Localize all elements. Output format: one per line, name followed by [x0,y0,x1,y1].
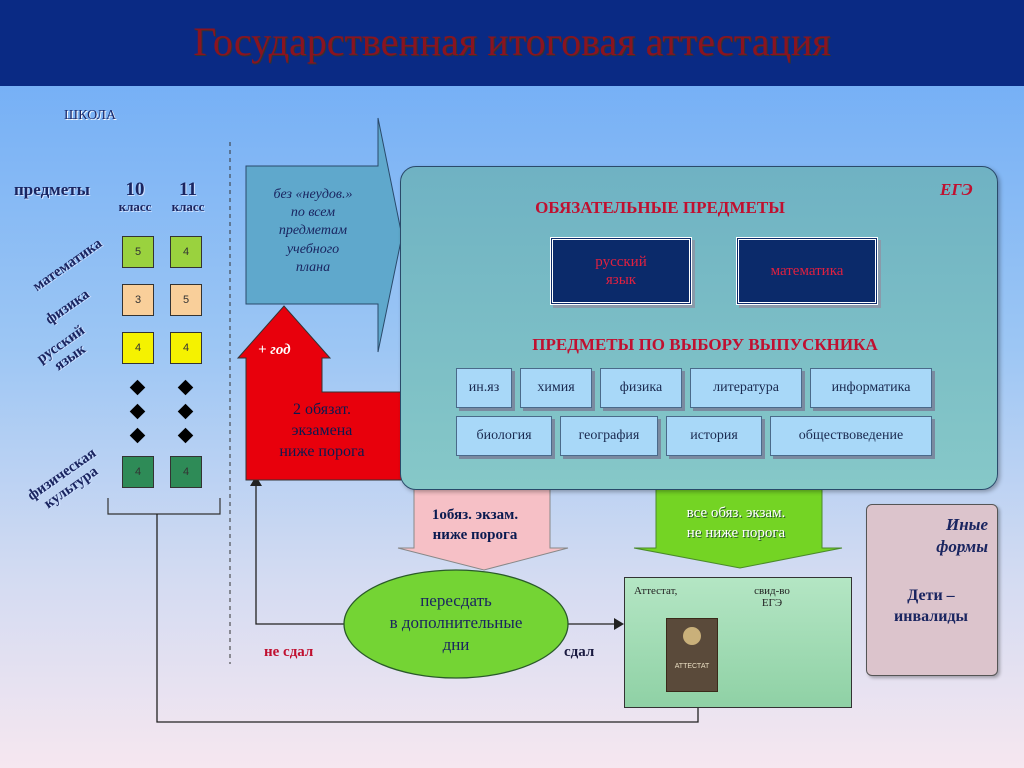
arrow-one-below [397,487,569,571]
retake-ellipse [343,569,569,679]
other-forms-box [866,504,998,676]
one-below-text: 1обяз. экзам.ниже порога [431,507,519,543]
passed-label: сдал [564,644,595,660]
red-arrow-text: 2 обязат. экзамена ниже порога [279,401,365,460]
elective-subject: география [560,416,658,456]
grade-cell: 4 [122,332,154,364]
result-box [624,577,852,708]
pass-path-line [156,514,699,723]
all-pass-text: все обяз. экзам.не ниже порога [686,505,786,541]
arrowhead [614,618,624,630]
arrowhead [250,476,262,486]
grade-cell: 4 [170,332,202,364]
mandatory-heading: ОБЯЗАТЕЛЬНЫЕ ПРЕДМЕТЫ [535,198,785,217]
disabled-children-text: Дети –инвалиды [894,587,968,625]
grade-cell: 3 [122,284,154,316]
elective-subject: литература [690,368,802,408]
plus-year-text: + год [258,342,291,358]
elective-heading: ПРЕДМЕТЫ ПО ВЫБОРУ ВЫПУСКНИКА [532,335,878,354]
ege-tag: ЕГЭ [940,180,973,199]
elective-subject: биология [456,416,552,456]
grade-cell: 4 [170,456,202,488]
emblem-icon [683,627,701,645]
elective-subject: информатика [810,368,932,408]
certificate-label: Аттестат, [634,585,678,597]
arrow-all-pass [633,487,843,569]
page-title: Государственная итоговая аттестация [193,19,831,64]
grade-cell: 4 [122,456,154,488]
arrow-no-fails [245,117,403,353]
grades-bracket [107,498,221,515]
fail-path-line [255,484,344,625]
subjects-label: предметы [14,180,90,199]
school-label: ШКОЛА [64,108,117,123]
elective-subject: обществоведение [770,416,932,456]
failed-label: не сдал [264,644,314,660]
mandatory-subject-math: математика [736,237,878,305]
grade-cell: 5 [170,284,202,316]
certificate-doc-label: АТТЕСТАТ [674,663,710,670]
certificate-document-icon: АТТЕСТАТ [666,618,718,692]
elective-subject: ин.яз [456,368,512,408]
no-fails-text: без «неудов.» по всем предметам учебного… [273,187,353,275]
elective-subject: история [666,416,762,456]
header-bar [0,0,1024,86]
elective-subject: химия [520,368,592,408]
elective-subject: физика [600,368,682,408]
grade-cell: 5 [122,236,154,268]
grade-cell: 4 [170,236,202,268]
